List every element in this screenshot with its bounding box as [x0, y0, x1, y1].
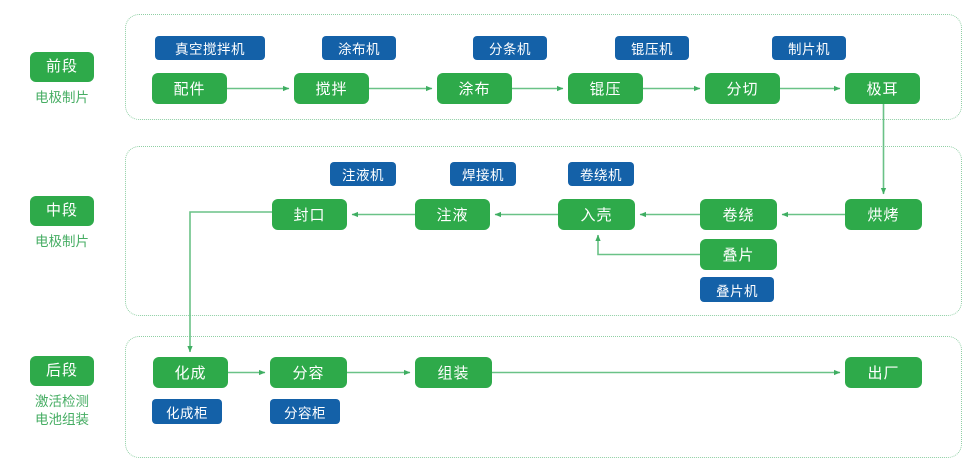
stage-sub-middle: 电极制片: [35, 234, 89, 249]
process-node-zuzhuang[interactable]: 组装: [415, 357, 492, 388]
machine-tag-diepianji[interactable]: 叠片机: [700, 277, 774, 302]
stage-sub-back: 激活检测 电池组装: [35, 394, 89, 428]
stage-label-back: 后段 激活检测 电池组装: [10, 356, 114, 429]
machine-tag-juanraoji[interactable]: 卷绕机: [568, 162, 634, 186]
process-node-zhuye[interactable]: 注液: [415, 199, 490, 230]
section-panel-front: [125, 14, 962, 120]
stage-label-middle: 中段 电极制片: [10, 196, 114, 251]
machine-tag-zhuyeji[interactable]: 注液机: [330, 162, 396, 186]
process-node-fenrong[interactable]: 分容: [270, 357, 347, 388]
stage-chip-front: 前段: [29, 52, 94, 82]
process-node-fenqie[interactable]: 分切: [705, 73, 780, 104]
section-panel-back: [125, 336, 962, 458]
process-node-chuchang[interactable]: 出厂: [845, 357, 922, 388]
process-node-fengkou[interactable]: 封口: [272, 199, 347, 230]
machine-tag-tubuji[interactable]: 涂布机: [322, 36, 396, 60]
process-node-hongkao[interactable]: 烘烤: [845, 199, 922, 230]
machine-tag-gunyaji[interactable]: 锟压机: [615, 36, 689, 60]
process-node-juanrao[interactable]: 卷绕: [700, 199, 777, 230]
machine-tag-fentiaoji[interactable]: 分条机: [473, 36, 547, 60]
stage-label-front: 前段 电极制片: [10, 52, 114, 107]
process-node-tubu[interactable]: 涂布: [437, 73, 512, 104]
stage-chip-back: 后段: [29, 356, 94, 386]
machine-tag-hanjieji[interactable]: 焊接机: [450, 162, 516, 186]
process-node-gunya[interactable]: 锟压: [568, 73, 643, 104]
stage-chip-middle: 中段: [29, 196, 94, 226]
process-node-jier[interactable]: 极耳: [845, 73, 920, 104]
process-node-diepian[interactable]: 叠片: [700, 239, 777, 270]
section-panel-middle: [125, 146, 962, 316]
machine-tag-zhipianji[interactable]: 制片机: [772, 36, 846, 60]
process-node-huacheng[interactable]: 化成: [153, 357, 228, 388]
process-node-ruke[interactable]: 入壳: [558, 199, 635, 230]
process-node-peijian[interactable]: 配件: [152, 73, 227, 104]
machine-tag-huachenggui[interactable]: 化成柜: [152, 399, 222, 424]
machine-tag-fenronggui[interactable]: 分容柜: [270, 399, 340, 424]
stage-sub-front: 电极制片: [35, 90, 89, 105]
process-node-jiaoban[interactable]: 搅拌: [294, 73, 369, 104]
machine-tag-zhenkong-jiaobanji[interactable]: 真空搅拌机: [155, 36, 265, 60]
